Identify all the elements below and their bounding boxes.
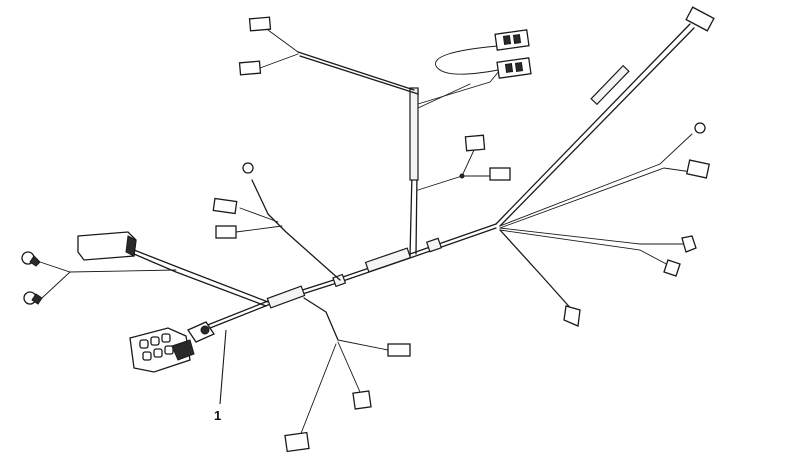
trunk-sleeve-center — [364, 247, 412, 273]
trunk-sleeve-right — [425, 237, 443, 253]
upper-left-connector — [77, 231, 269, 307]
mid-upper-terminal-2 — [489, 167, 511, 181]
upper-center-branch — [238, 16, 532, 257]
top-left-terminal-1 — [248, 16, 272, 32]
mid-upper-terminal-1 — [464, 134, 486, 152]
top-left-terminal-2 — [238, 60, 262, 76]
main-trunk — [199, 223, 497, 333]
trunk-sleeve-small — [332, 273, 347, 288]
right-lower-connector — [563, 305, 581, 327]
top-right-terminal — [685, 6, 715, 32]
callout-label: 1 — [214, 408, 221, 423]
bottom-terminal — [284, 431, 310, 453]
upper-double-plug-1 — [494, 29, 530, 51]
ring-terminal — [242, 162, 254, 174]
main-multipin-connector — [129, 321, 215, 373]
right-socket-2 — [663, 259, 681, 277]
right-ring-terminal — [694, 122, 706, 134]
part-callout: 1 — [214, 329, 227, 423]
lower-branch — [284, 297, 411, 453]
right-angled-terminal — [685, 159, 711, 179]
upper-double-plug-2 — [496, 57, 532, 79]
right-socket-1 — [681, 235, 697, 253]
trunk-sleeve-left — [266, 285, 306, 309]
right-fan-branches — [495, 6, 715, 327]
left-bulb-sockets — [21, 251, 177, 305]
left-middle-branch — [212, 162, 341, 281]
